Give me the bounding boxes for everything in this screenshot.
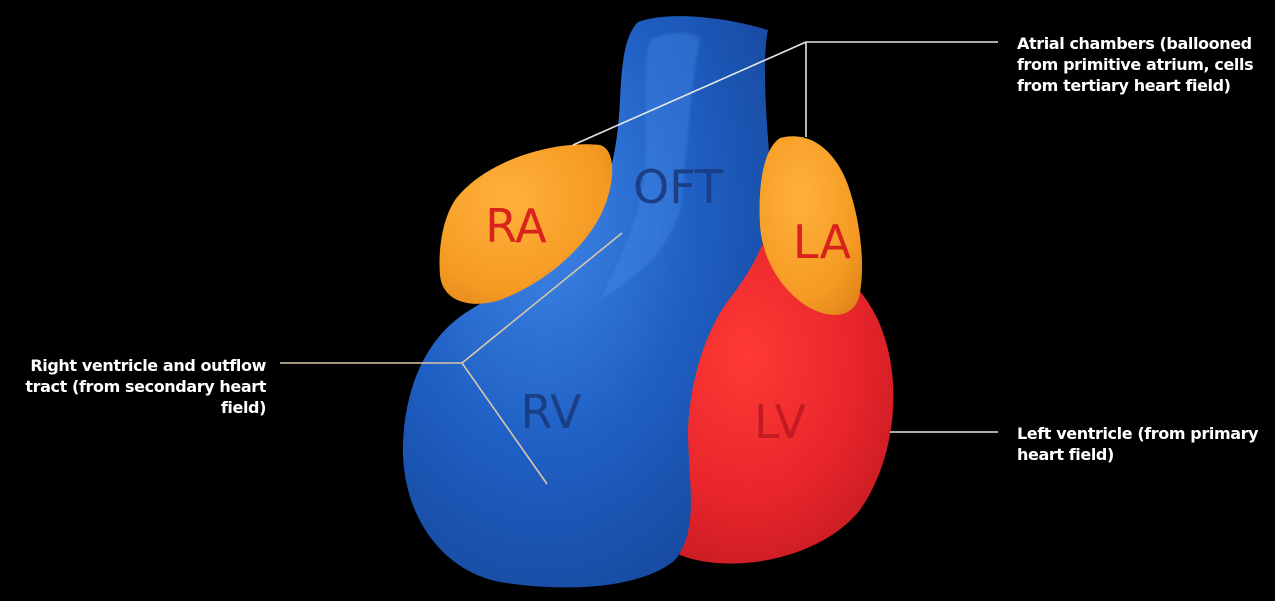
chamber-label-oft: OFT [633,160,724,214]
right-ventricle-callout: Right ventricle and outflow tract (from … [0,355,266,418]
chamber-label-rv: RV [521,385,582,439]
left-ventricle-callout: Left ventricle (from primary heart field… [1017,423,1275,465]
atrial-chambers-callout: Atrial chambers (ballooned from primitiv… [1017,33,1275,96]
chamber-label-la: LA [793,215,852,269]
chamber-label-ra: RA [485,199,547,253]
chamber-label-lv: LV [754,395,807,449]
